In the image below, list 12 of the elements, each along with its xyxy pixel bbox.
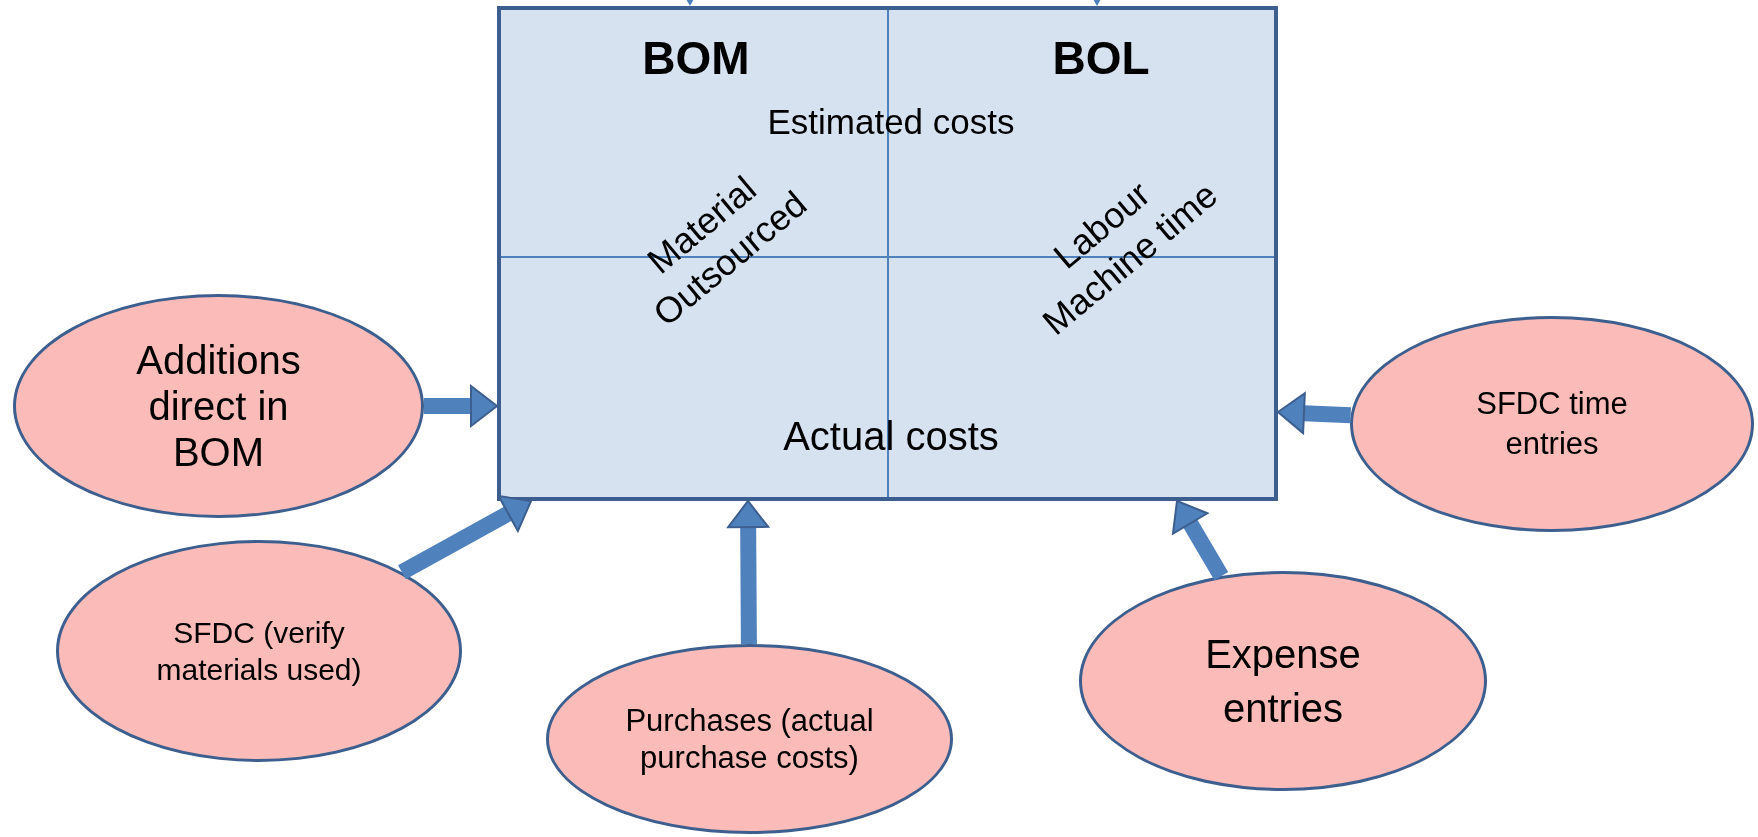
cell-label: BOL: [1051, 31, 1151, 86]
ellipse-label: Additions direct in BOM: [135, 337, 302, 475]
cost-matrix-box: [497, 6, 1278, 501]
ellipse-label: Expense entries: [1204, 631, 1362, 732]
ellipse-label: SFDC time entries: [1475, 385, 1629, 463]
block-arrow: [1277, 392, 1352, 435]
cell-label: BOM: [641, 31, 751, 86]
block-arrow: [424, 385, 498, 427]
ellipse-label: SFDC (verify materials used): [155, 615, 363, 688]
block-arrow: [1171, 500, 1229, 581]
ellipse-label: Purchases (actual purchase costs): [624, 702, 875, 776]
block-arrow: [727, 500, 770, 645]
